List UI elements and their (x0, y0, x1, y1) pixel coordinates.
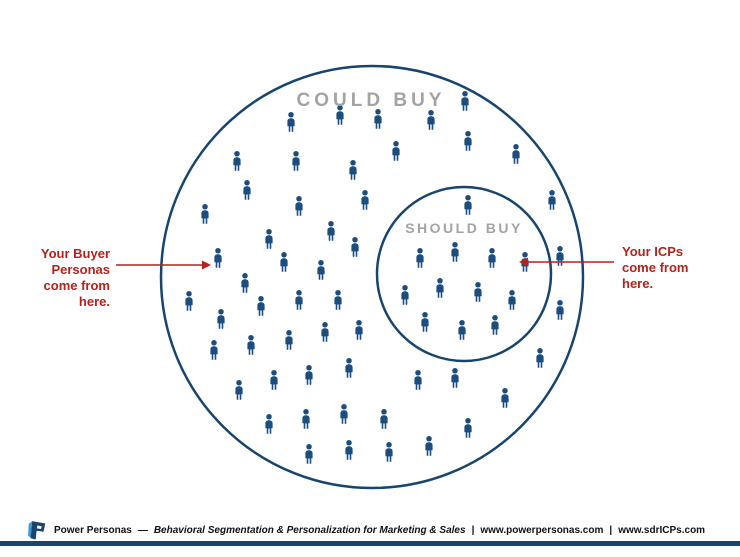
person-icon (285, 330, 293, 350)
person-icon (421, 312, 429, 332)
person-icon (287, 112, 295, 132)
buyer-personas-annotation: Your Buyer Personas come from here. (18, 246, 110, 310)
person-icon (536, 348, 544, 368)
annotation-line: Your Buyer (40, 246, 110, 261)
person-icon (416, 248, 424, 268)
person-icon (257, 296, 265, 316)
power-personas-logo (28, 521, 46, 540)
person-icon (280, 252, 288, 272)
person-icon (401, 285, 409, 305)
person-icon (214, 248, 222, 268)
should-buy-circle (375, 185, 553, 363)
annotation-line: Your ICPs (622, 244, 684, 259)
person-icon (474, 282, 482, 302)
right-arrow (519, 257, 614, 267)
person-icon (295, 196, 303, 216)
person-icon (210, 340, 218, 360)
person-icon (185, 291, 193, 311)
person-icon (392, 141, 400, 161)
person-icon (508, 290, 516, 310)
person-icon (295, 290, 303, 310)
could-buy-circle (159, 64, 585, 490)
footer-dash: — (137, 524, 148, 536)
person-icon (414, 370, 422, 390)
footer-separator: | (609, 524, 613, 536)
footer-url-sdricps: www.sdrICPs.com (618, 524, 706, 536)
person-icon (247, 335, 255, 355)
person-icon (302, 409, 310, 429)
person-icon (305, 365, 313, 385)
person-icon (556, 300, 564, 320)
annotation-line: here. (622, 276, 654, 291)
person-icon (351, 237, 359, 257)
person-icon (235, 380, 243, 400)
person-icon (292, 151, 300, 171)
annotation-line: here. (78, 294, 110, 309)
person-icon (361, 190, 369, 210)
person-icon (451, 368, 459, 388)
should-buy-label: SHOULD BUY (405, 220, 523, 236)
person-icon (451, 242, 459, 262)
person-icon (265, 229, 273, 249)
left-arrow (116, 260, 211, 270)
person-icon (464, 131, 472, 151)
icps-annotation: Your ICPs come from here. (622, 244, 722, 292)
person-icon (491, 315, 499, 335)
annotation-line: come from (43, 278, 110, 293)
person-icon (317, 260, 325, 280)
person-icon (241, 273, 249, 293)
person-icon (243, 180, 251, 200)
person-icon (334, 290, 342, 310)
person-icon (488, 248, 496, 268)
person-icon (201, 204, 209, 224)
person-icon (349, 160, 357, 180)
footer: Power Personas — Behavioral Segmentation… (26, 519, 705, 541)
annotation-line: Personas (51, 262, 110, 277)
person-icon (548, 190, 556, 210)
annotation-line: come from (622, 260, 689, 275)
person-icon (464, 418, 472, 438)
person-icon (425, 436, 433, 456)
person-icon (458, 320, 466, 340)
person-icon (340, 404, 348, 424)
person-icon (464, 195, 472, 215)
person-icon (345, 358, 353, 378)
person-icon (355, 320, 363, 340)
person-icon (512, 144, 520, 164)
footer-tagline: Behavioral Segmentation & Personalizatio… (153, 524, 466, 536)
person-icon (427, 110, 435, 130)
could-buy-label: COULD BUY (296, 90, 446, 111)
person-icon (270, 370, 278, 390)
person-icon (265, 414, 273, 434)
person-icon (380, 409, 388, 429)
person-icon (321, 322, 329, 342)
footer-url-powerpersonas: www.powerpersonas.com (480, 524, 604, 536)
person-icon (385, 442, 393, 462)
footer-brand: Power Personas (54, 524, 132, 536)
footer-separator: | (471, 524, 475, 536)
person-icon (217, 309, 225, 329)
person-icon (233, 151, 241, 171)
person-icon (501, 388, 509, 408)
person-icon (327, 221, 335, 241)
people-inner-group (401, 195, 529, 340)
person-icon (461, 91, 469, 111)
bottom-rule (0, 541, 740, 546)
person-icon (436, 278, 444, 298)
person-icon (305, 444, 313, 464)
people-outer-group (185, 91, 564, 464)
person-icon (345, 440, 353, 460)
